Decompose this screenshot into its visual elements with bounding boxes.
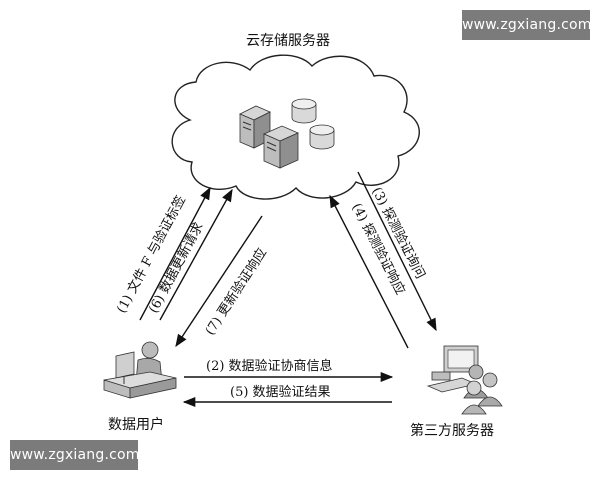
third-party-server-icon (426, 345, 503, 415)
cloud-server-label: 云存储服务器 (246, 33, 330, 49)
server-icon (263, 125, 299, 169)
cloud-shape (171, 54, 420, 200)
third-party-server-label: 第三方服务器 (410, 423, 494, 439)
arrow-3-cloud-to-third (357, 171, 437, 332)
database-icon (291, 98, 317, 124)
arrow-1-user-to-cloud (139, 186, 211, 321)
arrow-7-cloud-to-user (175, 215, 263, 348)
watermark-bottom: www.zgxiang.com (10, 440, 139, 470)
data-user-label: 数据用户 (108, 417, 164, 433)
arrow-4-third-to-cloud (329, 194, 409, 349)
data-user-icon (103, 341, 177, 399)
edge-label-5: (5) 数据验证结果 (230, 384, 331, 400)
arrow-6-user-to-cloud (159, 188, 233, 321)
database-icon (309, 124, 335, 150)
watermark-top: www.zgxiang.com (462, 10, 591, 40)
edge-label-2: (2) 数据验证协商信息 (206, 358, 333, 374)
